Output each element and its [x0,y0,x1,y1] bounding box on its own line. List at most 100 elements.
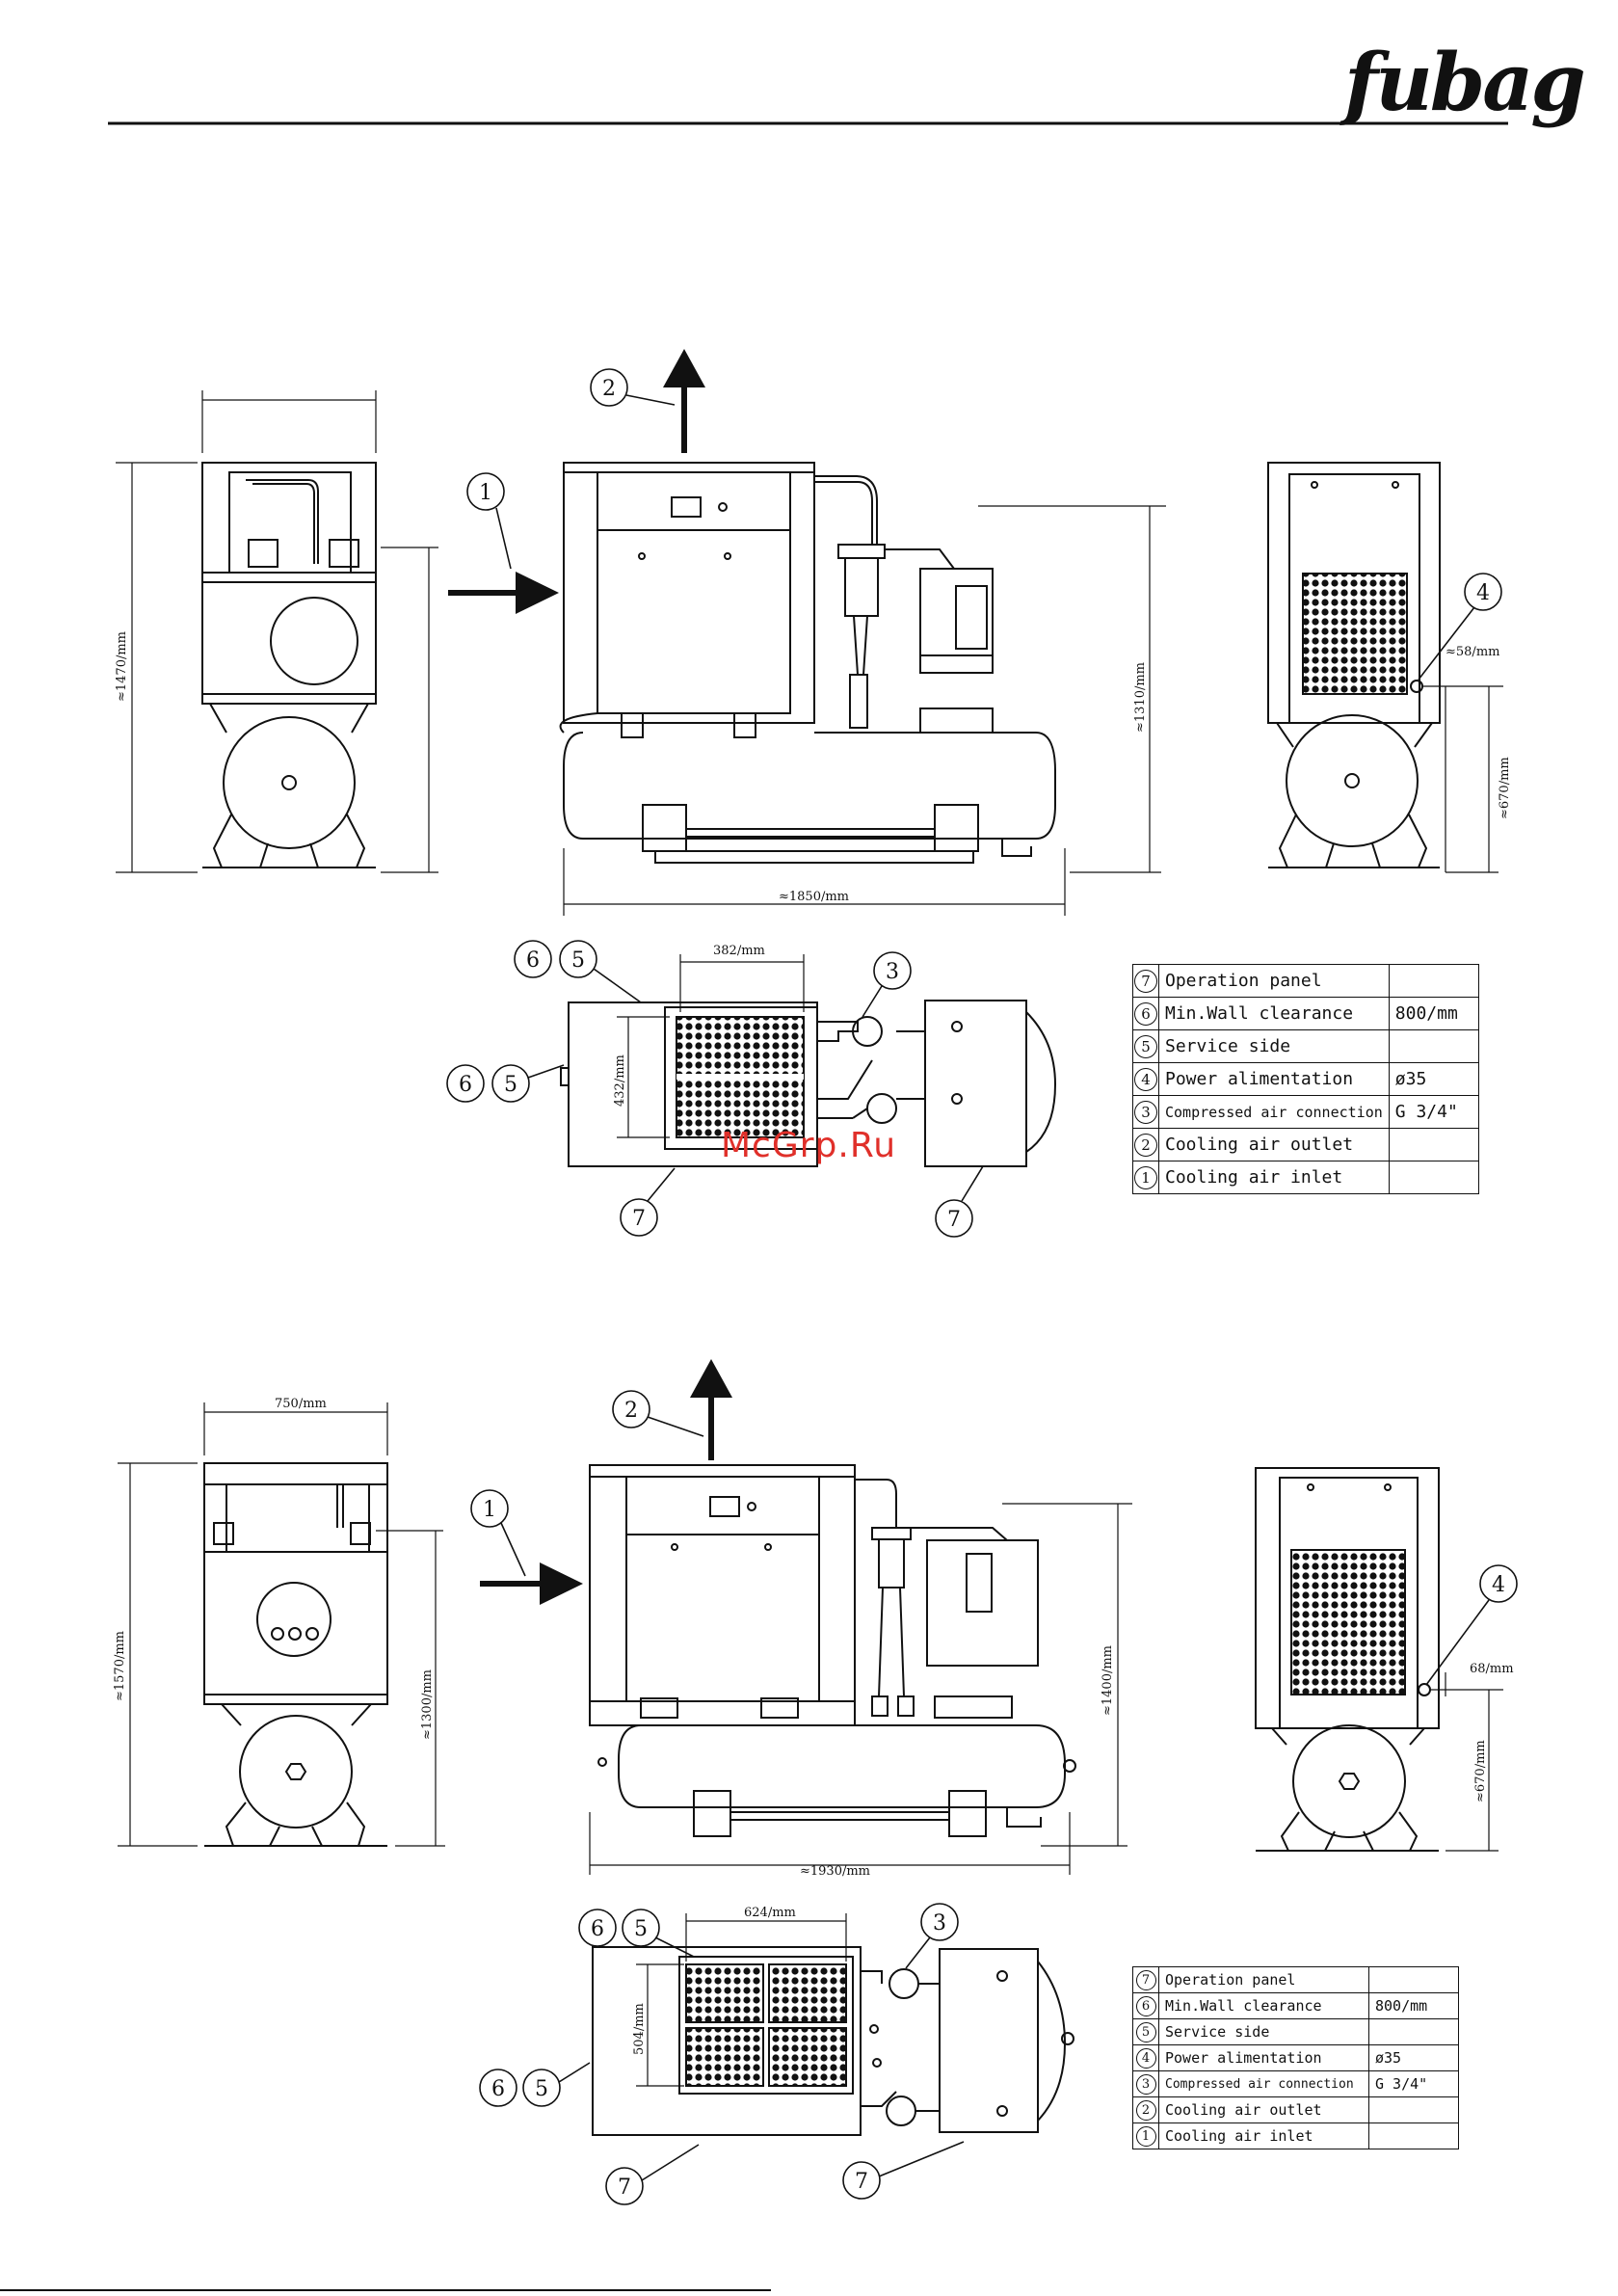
callout-a-3: 3 [886,960,899,984]
dim-b-width-left: 750/mm [275,1397,327,1411]
callout-a-4: 4 [1476,581,1490,605]
model-b-left-view [203,1462,388,1847]
callout-a-5-side: 5 [504,1073,517,1097]
dim-a-top-depth: 432/mm [613,1055,627,1107]
legend-value [1368,2096,1459,2123]
legend-value: G 3/4" [1368,2070,1459,2097]
model-b-front-dims [589,1503,1132,1875]
callout-numbers: 2 1 6 5 6 5 7 7 3 4 2 1 6 5 6 5 7 7 3 4 [459,377,1505,2200]
legend-num: 1 [1134,1165,1157,1189]
model-a-left-dims [116,390,438,873]
model-a-front-view [559,462,1056,864]
dimension-labels: ≈1470/mm ≈1310/mm ≈1850/mm ≈58/mm ≈670/m… [113,631,1514,2055]
callout-b-7-right: 7 [855,2170,868,2194]
legend-value: ø35 [1368,2044,1459,2071]
model-a-top-view [560,1000,1057,1167]
legend-value: 800/mm [1388,997,1479,1030]
model-b-right-dims [1430,1672,1503,1852]
legend-desc: Power alimentation [1158,2044,1369,2071]
legend-desc: Min.Wall clearance [1158,1992,1369,2019]
watermark-text: McGrp.Ru [721,1126,897,1165]
legend-value [1388,1161,1479,1194]
dim-b-height-front: ≈1400/mm [1101,1645,1115,1716]
callout-b-1: 1 [483,1498,496,1522]
model-a-front-dims [563,505,1166,916]
legend-value [1368,2018,1459,2045]
dim-a-height-front: ≈1310/mm [1133,662,1148,733]
dim-b-top-width: 624/mm [744,1906,796,1920]
callout-a-6-side: 6 [459,1073,472,1097]
callout-b-3: 3 [933,1911,946,1936]
model-a-right-view [1267,462,1441,868]
legend-desc: Cooling air inlet [1158,1161,1390,1194]
legend-desc: Cooling air outlet [1158,2096,1369,2123]
legend-desc: Cooling air outlet [1158,1128,1390,1161]
legend-num: 7 [1134,969,1157,993]
legend-num: 4 [1134,1067,1157,1091]
model-a-air-inlet-arrowhead [516,572,559,614]
dim-a-height-left: ≈1470/mm [115,631,129,702]
legend-num: 7 [1135,1969,1156,1990]
legend-num: 4 [1135,2047,1156,2069]
dim-b-length: ≈1930/mm [800,1864,870,1879]
model-a-right-dims [1422,685,1503,873]
callout-b-5-top: 5 [634,1917,648,1941]
model-a-top-dims [617,954,805,1138]
legend-desc: Compressed air connection [1158,2070,1369,2097]
model-b-front-view [589,1464,1076,1837]
model-a-left-view [201,462,377,868]
legend-desc: Service side [1158,1029,1390,1063]
legend-desc: Power alimentation [1158,1062,1390,1096]
model-b-air-arrows [480,1396,714,1587]
callout-b-6-top: 6 [591,1917,604,1941]
callout-a-7-right: 7 [947,1208,961,1232]
dim-b-outlet-height: ≈670/mm [1473,1740,1488,1802]
model-b-top-dims [636,1913,847,2087]
dim-a-top-width: 382/mm [713,944,765,958]
callout-b-2: 2 [624,1399,638,1423]
legend-num: 2 [1135,2099,1156,2121]
legend-value [1388,964,1479,998]
legend-num: 6 [1135,1995,1156,2016]
callout-a-2: 2 [602,377,616,401]
callout-a-6-top: 6 [526,948,540,973]
dim-b-height-left: ≈1570/mm [113,1631,127,1701]
model-b-right-view [1255,1467,1440,1852]
legend-value: 800/mm [1368,1992,1459,2019]
legend-value [1388,1128,1479,1161]
model-a-air-outlet-arrowhead [663,349,705,387]
callout-b-6-side: 6 [491,2077,505,2101]
callout-b-4: 4 [1492,1573,1505,1597]
dim-a-outlet-height: ≈670/mm [1498,757,1512,819]
legend-num: 6 [1134,1001,1157,1026]
callout-b-7-left: 7 [618,2176,631,2200]
legend-value [1388,1029,1479,1063]
dim-b-height-left-inner: ≈1300/mm [420,1669,435,1740]
legend-num: 1 [1135,2125,1156,2147]
model-b-air-inlet-arrowhead [540,1562,583,1605]
legend-num: 3 [1134,1100,1157,1124]
legend-value: ø35 [1388,1062,1479,1096]
dim-a-outlet-offset: ≈58/mm [1446,645,1499,659]
callout-a-1: 1 [479,481,492,505]
legend-desc: Compressed air connection [1158,1095,1390,1129]
legend-num: 5 [1135,2021,1156,2042]
model-b-air-outlet-arrowhead [690,1359,732,1398]
callout-circles [446,368,1518,2205]
